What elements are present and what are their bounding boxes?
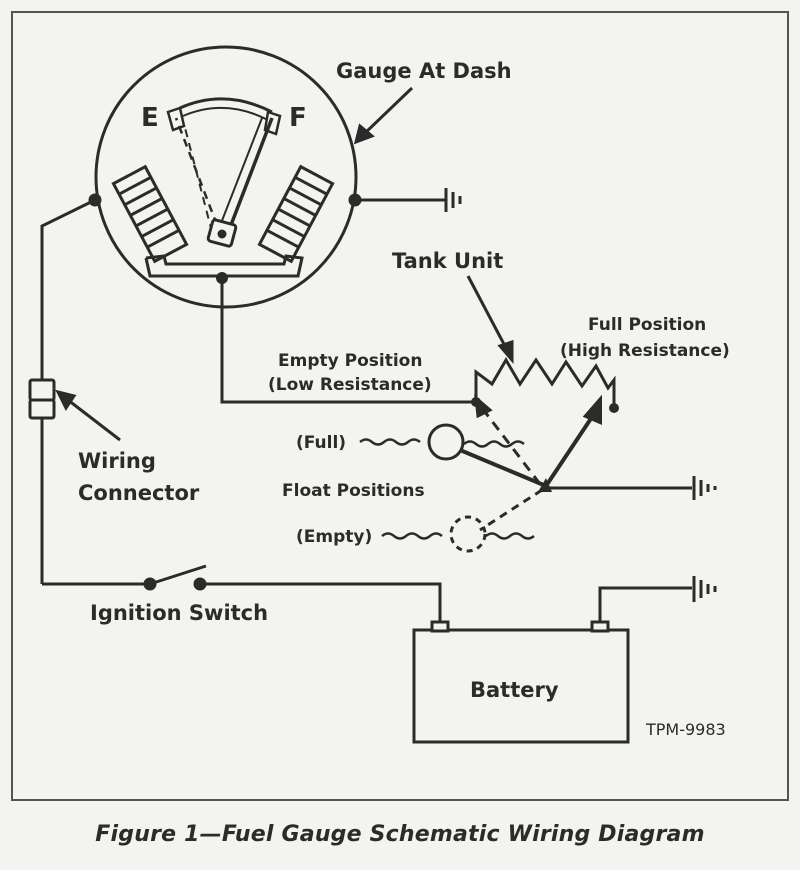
wiring-connector-label-line1: Wiring: [78, 449, 156, 473]
fuel-level-full-wave: [359, 438, 525, 448]
gauge-coil-bracket: [144, 254, 304, 278]
tank-sender-wire: [220, 278, 474, 404]
float-arm-empty: [474, 394, 543, 532]
figure-caption: Figure 1—Fuel Gauge Schematic Wiring Dia…: [95, 822, 705, 847]
full-position-label-line2: (High Resistance): [560, 341, 730, 361]
battery-label: Battery: [470, 678, 559, 702]
tank-unit-label: Tank Unit: [392, 249, 503, 273]
gauge-dial-circle: [94, 45, 358, 309]
gauge-full-letter: F: [289, 103, 307, 133]
terminal-dots: [88, 193, 619, 413]
wiring: [40, 198, 692, 626]
ground-symbol-battery: [692, 576, 717, 602]
gauge-scale-arc: [179, 97, 273, 114]
ignition-switch-label: Ignition Switch: [90, 601, 268, 625]
tank-unit-resistor: [474, 357, 616, 408]
empty-position-label-line1: Empty Position: [278, 351, 422, 371]
battery-feed-wire: [200, 582, 442, 626]
dash-gauge: [94, 45, 358, 309]
float-empty-label: (Empty): [296, 527, 372, 547]
full-position-label-line1: Full Position: [588, 315, 706, 335]
float-empty: [449, 515, 487, 553]
float-full-label: (Full): [296, 433, 346, 453]
connector-label-arrow: [55, 389, 121, 442]
gauge-needle: [224, 117, 274, 239]
ignition-switch: [143, 564, 207, 591]
battery: [412, 620, 630, 744]
fuel-level-empty-wave: [381, 532, 535, 540]
gauge-empty-letter: E: [141, 103, 159, 133]
ground-symbol-gauge: [444, 188, 462, 212]
wiring-connector: [28, 378, 56, 420]
float-arm-pivot: [538, 478, 552, 492]
gauge-label-arrow: [353, 86, 414, 145]
empty-position-label-line2: (Low Resistance): [268, 375, 432, 395]
gauge-left-coil: [111, 164, 189, 264]
tank-unit-label-arrow: [466, 275, 514, 365]
float-arm-full: [459, 394, 602, 488]
battery-ground-wire: [598, 586, 692, 626]
float-full: [427, 423, 465, 461]
ground-symbol-tank: [692, 476, 717, 500]
gauge-at-dash-label: Gauge At Dash: [336, 59, 512, 83]
gauge-feed-wire: [40, 198, 96, 382]
gauge-needle-empty-dashed: [174, 117, 224, 239]
float-positions-label: Float Positions: [282, 481, 425, 501]
wiring-connector-label-line2: Connector: [78, 481, 200, 505]
diagram-frame: [11, 11, 789, 801]
gauge-right-coil: [257, 164, 335, 264]
figure-code: TPM-9983: [645, 720, 726, 739]
